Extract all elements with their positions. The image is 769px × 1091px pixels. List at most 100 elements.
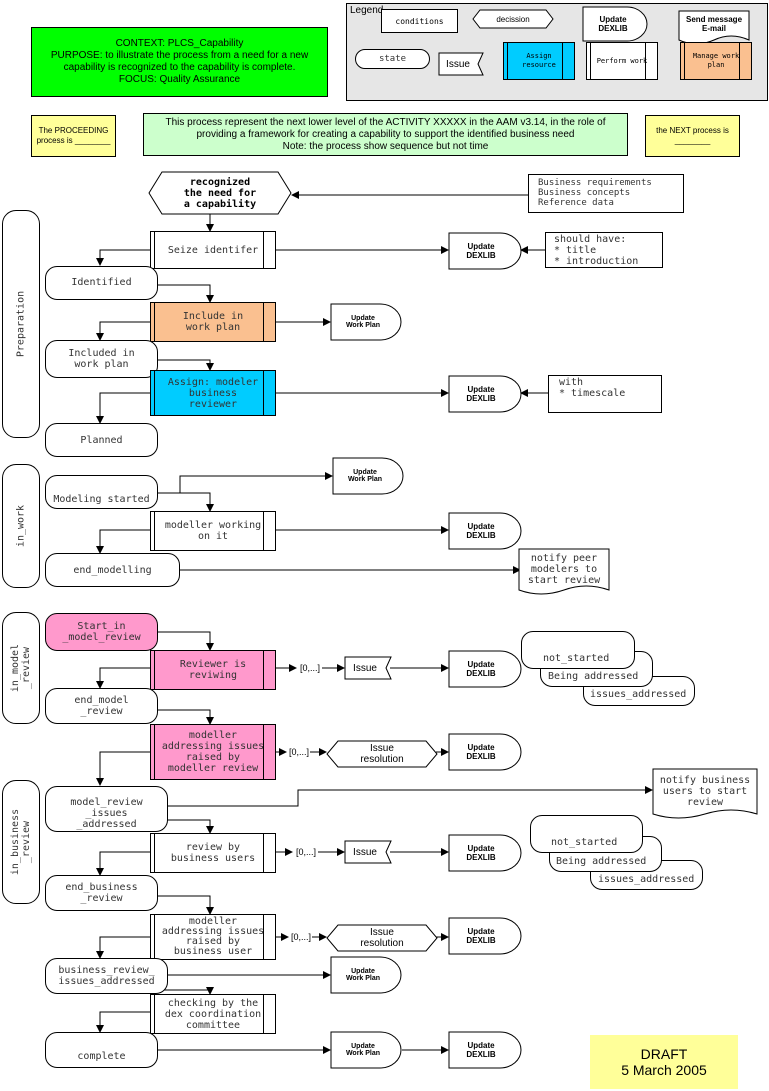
issue-state-label-5: Being addressed [556, 856, 647, 867]
multiplicity-4: [0,...] [290, 932, 311, 942]
notify-business-users: notify business users to start review [659, 774, 751, 808]
issue-state-label-1: not_started [543, 653, 610, 664]
issue-state-label-3: issues_addressed [590, 689, 687, 700]
update-dexlib-1-shape [448, 232, 522, 270]
update-dexlib-7: Update DEXLIB [466, 927, 496, 945]
update-workplan-2-shape [332, 457, 404, 495]
state-modeling-started: Modeling started [45, 475, 158, 509]
activity-modeller-addressing-model: modeller addressing issues raised by mod… [150, 724, 276, 780]
legend-manage-work-plan: Manage work plan [680, 42, 752, 80]
activity-checking-dex-committee: checking by the dex coordination committ… [150, 994, 276, 1034]
legend-title: Legend [350, 5, 384, 16]
arrow-addressing2-to-issues [96, 936, 150, 959]
state-business-review-issues-addressed: business_review_ issues_addressed [45, 958, 168, 994]
state-included-in-work-plan: Included in work plan [45, 340, 158, 378]
activity-seize-identifier: Seize identifer [150, 231, 276, 269]
legend-perform-work: Perform work [586, 42, 658, 80]
inputs-note: Business requirements Business concepts … [528, 174, 684, 213]
issue-state-label-6: issues_addressed [598, 874, 695, 885]
arrow-endbusiness-to-addressing [158, 895, 214, 915]
arrow-include-to-included [96, 321, 150, 341]
lane-preparation: Preparation [2, 210, 40, 438]
issue-1: Issue [353, 662, 377, 674]
state-complete: complete [45, 1032, 158, 1068]
arrow-startreview-to-reviewer [158, 631, 214, 651]
update-dexlib-1: Update DEXLIB [466, 242, 496, 260]
arrow-endreview-to-addressing [158, 709, 214, 725]
issue-resolution-2: Issue resolution [360, 927, 404, 949]
update-dexlib-5-shape [448, 733, 522, 771]
arrow-issues-to-business [158, 819, 214, 834]
state-start-model-review: Start_in _model_review [45, 613, 158, 651]
lane-in-work: in_work [2, 464, 40, 588]
issue-state-label-2: Being addressed [548, 671, 639, 682]
proceeding-process-box: The PROCEEDING process is ________ [31, 115, 116, 157]
update-workplan-1: Update Work Plan [345, 315, 381, 329]
start-condition: recognized the need for a capability [183, 176, 257, 210]
draft-date: 5 March 2005 [621, 1062, 707, 1078]
update-workplan-2: Update Work Plan [347, 469, 383, 483]
context-box: CONTEXT: PLCS_Capability PURPOSE: to ill… [31, 27, 328, 97]
issue-2-shape [344, 840, 392, 864]
issue-state-1 [521, 631, 635, 669]
issue-resolution-1-shape [326, 740, 438, 768]
arrow-checking-to-complete [96, 1011, 150, 1033]
legend-update-dexlib: Update DEXLIB [598, 15, 628, 33]
issue-resolution-1: Issue resolution [360, 743, 404, 765]
state-end-model-review: end_model _review [45, 688, 158, 724]
activity-modeller-working: modeller working on it [150, 511, 276, 551]
legend-update-shape [582, 6, 648, 42]
arrow-assign-to-planned [96, 392, 150, 424]
arrow-addressing-to-issues [96, 751, 150, 786]
notify-business-shape [652, 768, 758, 819]
activity-review-by-business-users: review by business users [150, 833, 276, 873]
update-dexlib-5: Update DEXLIB [466, 743, 496, 761]
update-workplan-4-shape [330, 1031, 402, 1069]
state-end-business-review: end_business _review [45, 875, 158, 911]
lane-in-business-review: in_business _review [2, 780, 40, 904]
issue-1-shape [344, 656, 392, 680]
update-workplan-3-shape [330, 956, 402, 994]
multiplicity-1: [0,...] [299, 663, 320, 673]
arrow-issues-to-notify [168, 786, 653, 807]
update-dexlib-8-shape [448, 1031, 522, 1069]
issue-state-4 [530, 815, 643, 853]
update-dexlib-7-shape [448, 917, 522, 955]
issue-state-label-4: not_started [551, 837, 618, 848]
activity-reviewer-reviewing: Reviewer is reviwing [150, 650, 276, 690]
legend-issue: Issue [446, 58, 470, 70]
with-timescale-note: with * timescale [548, 375, 662, 413]
update-workplan-1-shape [330, 303, 402, 341]
activity-include-in-work-plan: Include in work plan [150, 302, 276, 342]
update-dexlib-8: Update DEXLIB [466, 1041, 496, 1059]
update-dexlib-6-shape [448, 834, 522, 872]
update-dexlib-4: Update DEXLIB [466, 660, 496, 678]
multiplicity-3: [0,...] [295, 847, 316, 857]
issue-resolution-2-shape [326, 924, 438, 952]
legend-decision: decission [496, 14, 530, 24]
arrow-working-to-end [96, 529, 150, 554]
description-box: This process represent the next lower le… [143, 113, 628, 156]
activity-assign-modeler: Assign: modeler business reviewer [150, 370, 276, 416]
arrow-identified-to-include [158, 284, 214, 303]
should-have-note: should have: * title * introduction [545, 232, 663, 268]
arrow-started-to-workplan [158, 472, 333, 494]
lane-in-model-review: in_model _review [2, 612, 40, 724]
arrow-included-to-assign [158, 359, 214, 371]
arrow-started-to-working [158, 492, 214, 512]
legend-state: state [355, 49, 430, 69]
state-end-modelling: end_modelling [45, 553, 180, 587]
state-identified: Identified [45, 266, 158, 300]
update-dexlib-2-shape [448, 375, 522, 413]
notify-peer-shape [518, 548, 610, 595]
next-process-box: the NEXT process is ________ [645, 115, 740, 157]
state-planned: Planned [45, 423, 158, 457]
legend-issue-shape [438, 52, 484, 76]
arrow-bizissues-to-checking [158, 987, 214, 995]
notify-peer-modelers: notify peer modelers to start review [527, 552, 601, 586]
legend-decision-shape [472, 9, 554, 29]
arrow-business-to-end [96, 851, 150, 876]
legend-send-message: Send message E-mail [685, 15, 743, 33]
update-workplan-4: Update Work Plan [345, 1043, 381, 1057]
